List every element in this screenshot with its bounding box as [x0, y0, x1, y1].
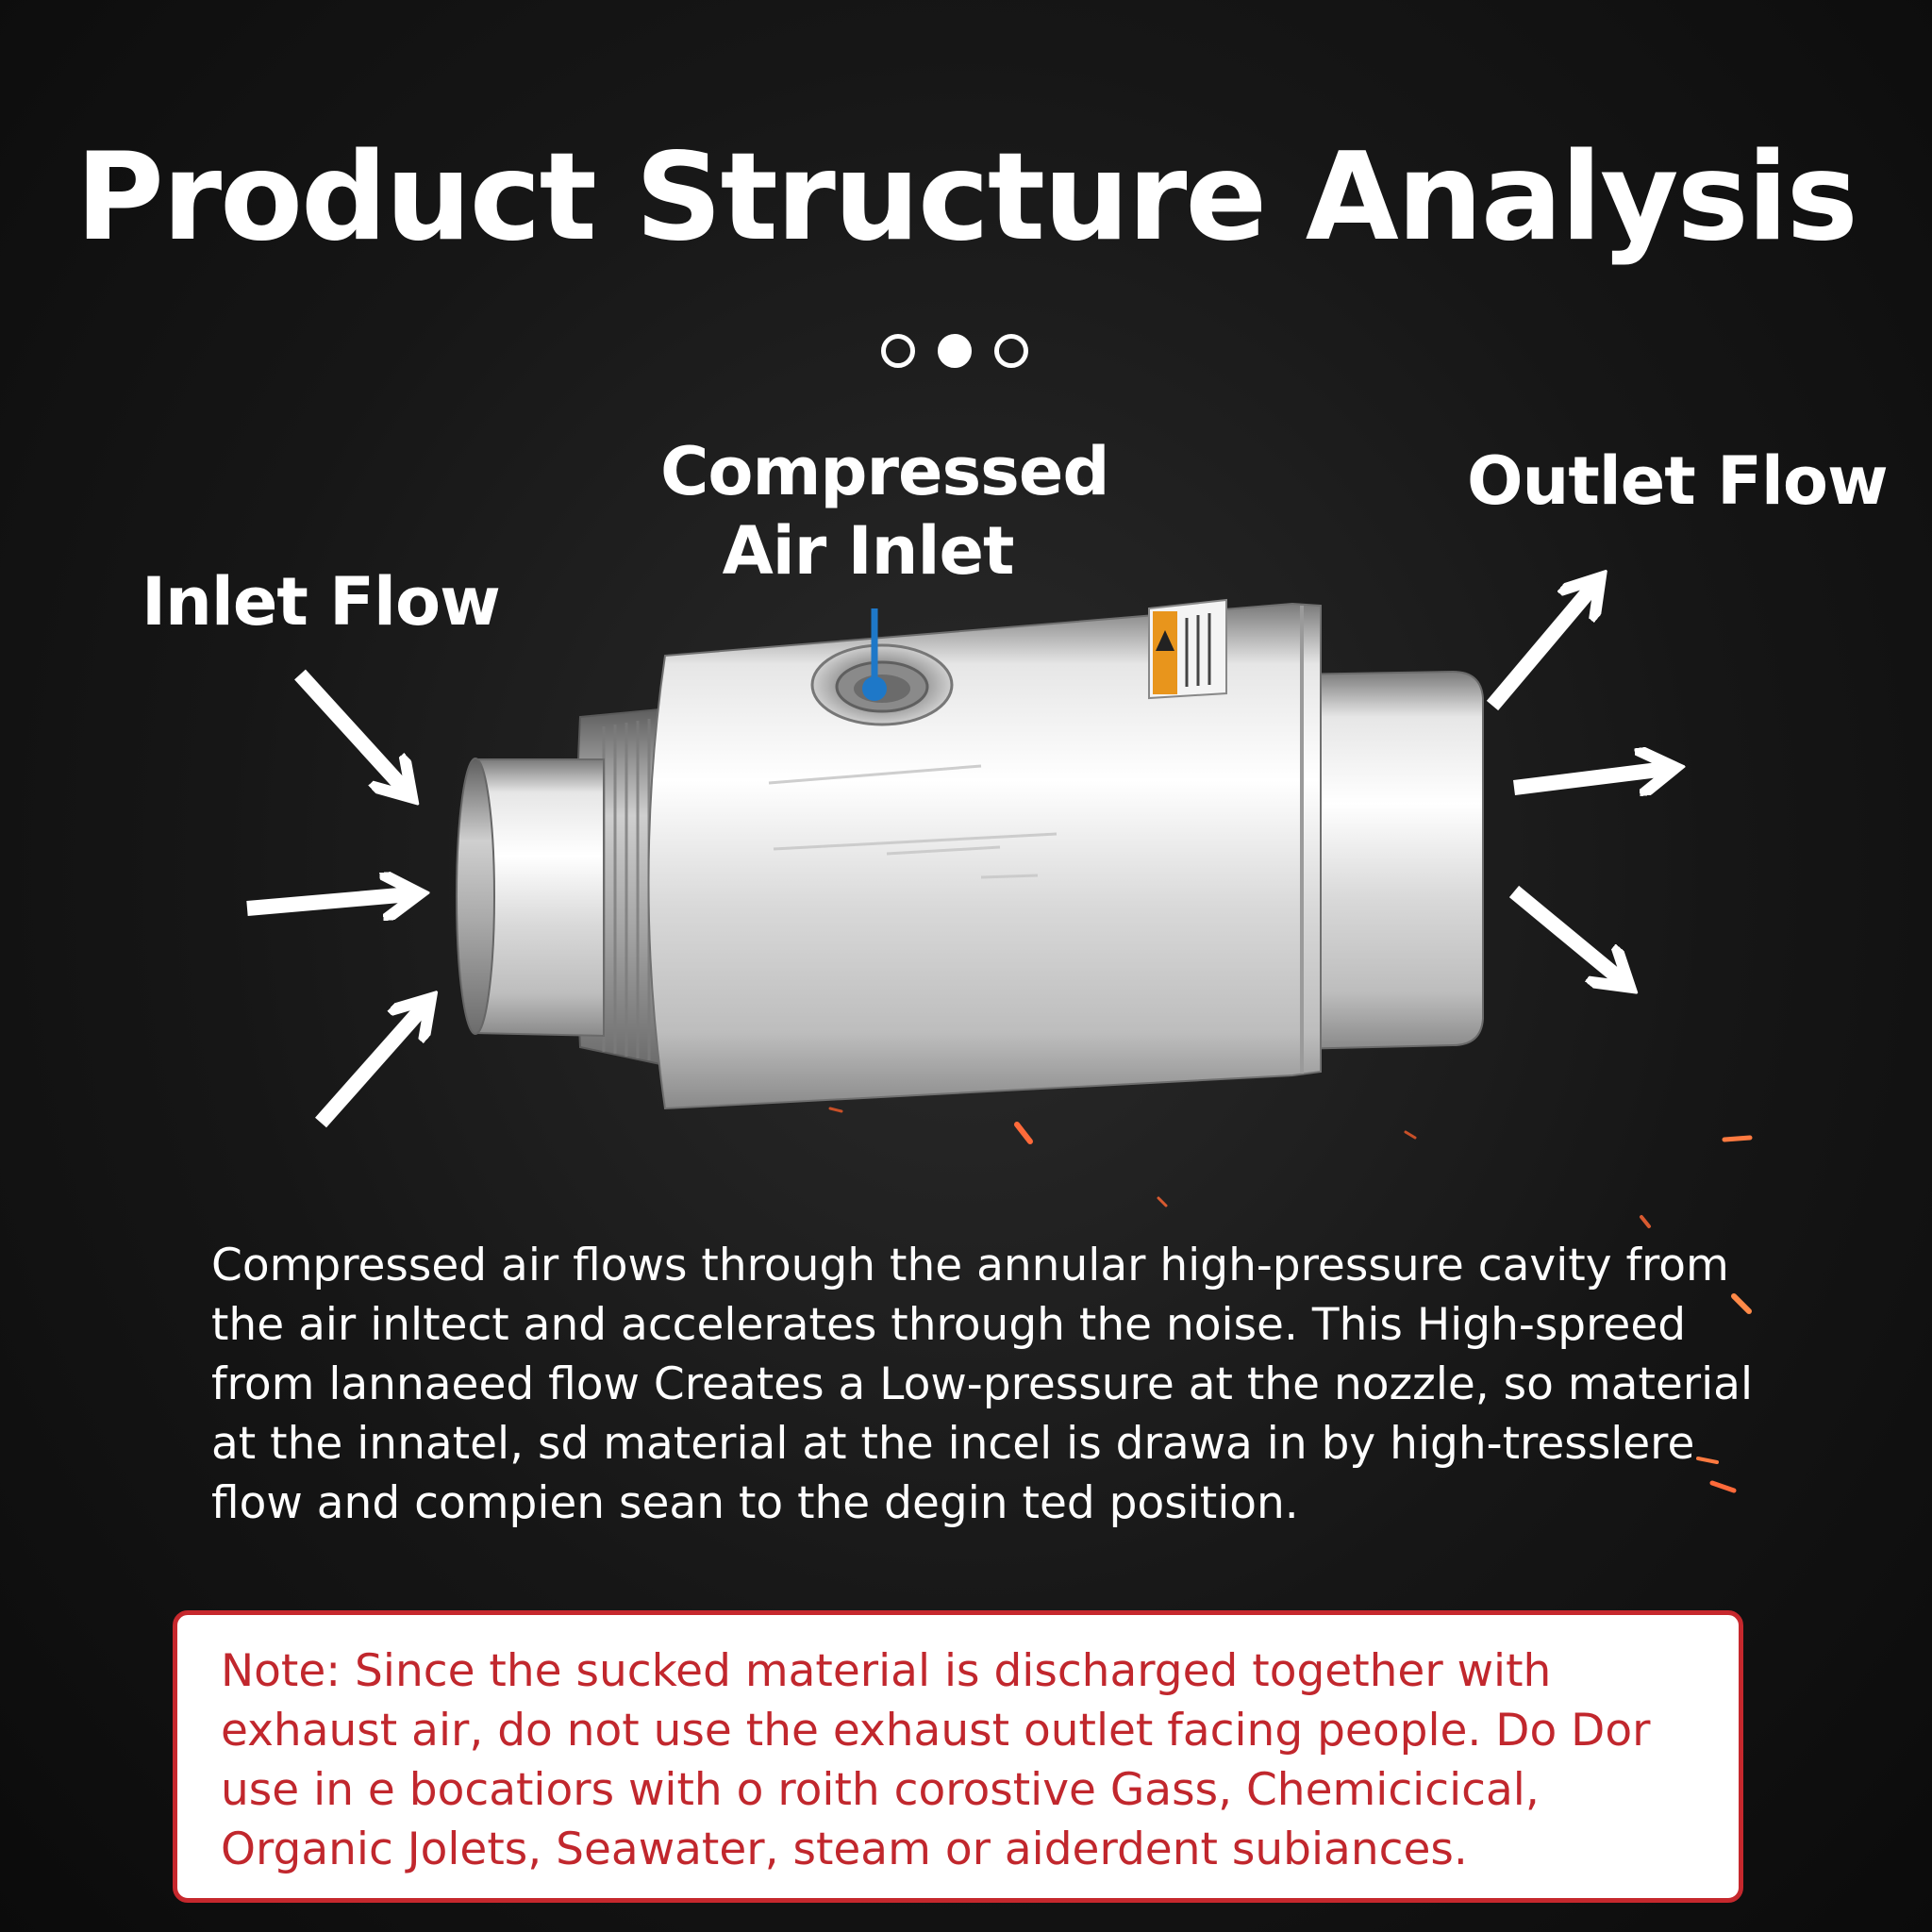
compressed-air-inlet-line-1: Compressed	[660, 433, 1109, 510]
compressed-air-inlet-label: Compressed Air Inlet	[660, 432, 1109, 591]
ejector-device	[456, 598, 1484, 1110]
description-text: Compressed air flows through the annular…	[211, 1240, 1754, 1529]
inlet-arrow-icon	[246, 894, 410, 908]
outlet-arrow-icon	[1486, 585, 1594, 711]
note-box: Note: Since the sucked material is disch…	[173, 1610, 1743, 1903]
inlet-arrow-icon	[315, 1006, 425, 1128]
outlet-flow-label: Outlet Flow	[1467, 442, 1889, 520]
outlet-arrow-icon	[1513, 769, 1666, 788]
inlet-arrow-icon	[294, 669, 406, 791]
pager-dot-icon-active[interactable]	[938, 334, 972, 368]
inlet-arrows	[246, 669, 425, 1128]
warning-label	[1148, 598, 1227, 700]
compressed-air-inlet-line-2: Air Inlet	[722, 512, 1015, 590]
page-title: Product Structure Analysis	[75, 127, 1858, 268]
inlet-flow-label: Inlet Flow	[142, 563, 501, 641]
pager-dots	[881, 334, 1028, 368]
note-lead: Note:	[221, 1645, 341, 1697]
note-text: Since the sucked material is discharged …	[221, 1645, 1651, 1875]
warning-triangle-icon	[1156, 630, 1174, 651]
sparks	[828, 1107, 1753, 1493]
pager-dot-icon[interactable]	[881, 334, 915, 368]
outlet-arrow-icon	[1508, 885, 1623, 981]
air-inlet-marker	[862, 608, 887, 701]
outlet-arrows	[1486, 585, 1666, 981]
pager-dot-icon[interactable]	[994, 334, 1028, 368]
